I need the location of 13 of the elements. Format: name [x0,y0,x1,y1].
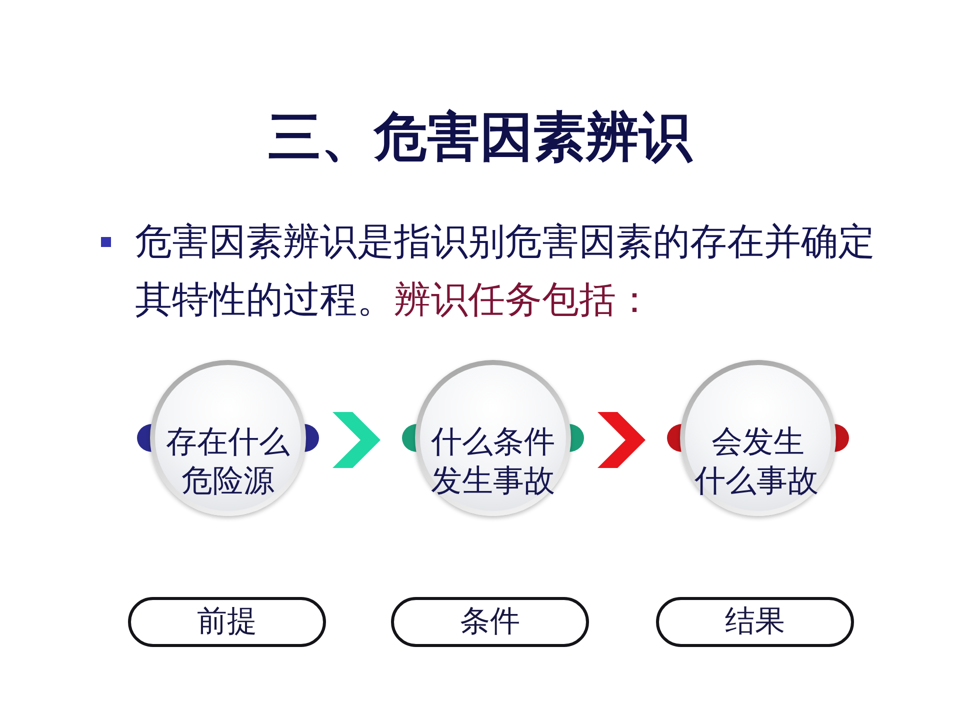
pill-text: 前提 [197,604,257,640]
pill-text: 条件 [460,604,520,640]
stage-pill [391,597,589,647]
circle-text: 什么条件发生事故 [430,423,556,501]
stage-pill [656,597,854,647]
chevron-arrow [332,412,380,468]
stage-pill [128,597,326,647]
chevron-arrow [598,412,646,468]
circle-text: 会发生什么事故 [694,423,820,501]
pill-text: 结果 [725,604,785,640]
bullet-text: 危害因素辨识是指识别危害因素的存在并确定其特性的过程。辨识任务包括： [135,219,876,323]
circle-text: 存在什么危险源 [165,423,291,501]
slide-title: 三、危害因素辨识 [268,105,692,169]
